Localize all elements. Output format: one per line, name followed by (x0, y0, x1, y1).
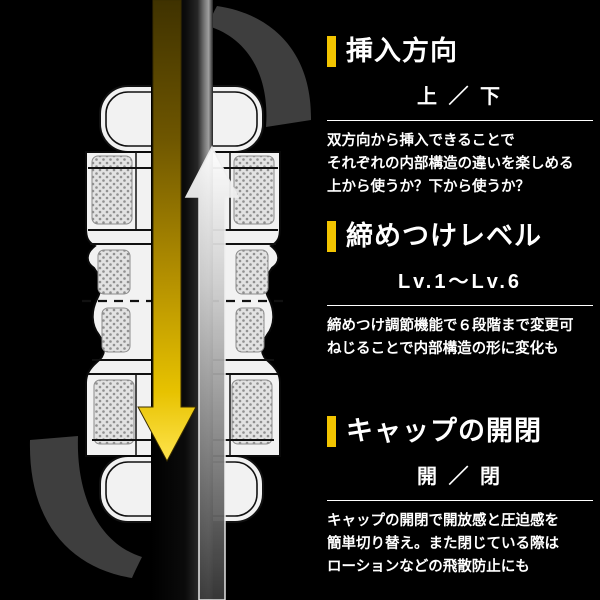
section-value: Lv.1〜Lv.6 (397, 271, 523, 294)
texture-pad (235, 307, 265, 353)
section-cap-open-close: キャップの開閉 開 ／ 閉 キャップの開閉で開放感と圧迫感を 簡単切り替え。また… (327, 416, 593, 579)
texture-pad (91, 155, 133, 225)
description-line: 締めつけ調節機能で６段階まで変更可 (327, 318, 574, 335)
texture-pads (91, 155, 275, 445)
description-line: 簡単切り替え。また閉じている際は (327, 535, 559, 552)
accent-bar (327, 416, 336, 448)
section-heading: キャップの開閉 (346, 416, 542, 446)
heading-row: 締めつけレベル (327, 221, 593, 253)
section-heading: 挿入方向 (346, 36, 458, 66)
description-line: ローションなどの飛散防止にも (327, 558, 530, 575)
description-line: それぞれの内部構造の違いを楽しめる (327, 155, 574, 172)
texture-pad (235, 249, 269, 295)
motion-swoosh-bottom (29, 436, 142, 578)
down-arrow (137, 0, 197, 463)
product-diagram (29, 0, 312, 600)
section-insertion-direction: 挿入方向 上 ／ 下 双方向から挿入できることで それぞれの内部構造の違いを楽し… (327, 36, 593, 199)
device-body (82, 85, 284, 523)
section-heading: 締めつけレベル (346, 221, 542, 251)
texture-pad (233, 155, 275, 225)
section-description: キャップの開閉で開放感と圧迫感を 簡単切り替え。また閉じている際は ローションな… (327, 510, 593, 579)
section-value: 開 ／ 閉 (416, 466, 504, 489)
section-description: 双方向から挿入できることで それぞれの内部構造の違いを楽しめる 上から使うか？下… (327, 130, 593, 199)
description-line: キャップの開閉で開放感と圧迫感を (327, 513, 559, 530)
description-line: 双方向から挿入できることで (327, 133, 515, 150)
texture-pad (101, 307, 131, 353)
divider-line (327, 500, 593, 502)
divider-line (327, 120, 593, 122)
texture-pad (97, 249, 131, 295)
heading-row: 挿入方向 (327, 36, 593, 68)
divider-line (327, 305, 593, 307)
motion-swoosh-top (208, 6, 312, 127)
accent-bar (327, 221, 336, 253)
accent-bar (327, 36, 336, 68)
up-arrow (184, 145, 240, 600)
description-line: 上から使うか？下から使うか？ (327, 178, 530, 195)
section-tightness-level: 締めつけレベル Lv.1〜Lv.6 締めつけ調節機能で６段階まで変更可 ねじるこ… (327, 221, 593, 361)
section-value: 上 ／ 下 (416, 86, 504, 109)
texture-pad (231, 379, 273, 445)
description-line: ねじることで内部構造の形に変化も (327, 340, 559, 357)
heading-row: キャップの開閉 (327, 416, 593, 448)
section-description: 締めつけ調節機能で６段階まで変更可 ねじることで内部構造の形に変化も (327, 315, 593, 361)
texture-pad (93, 379, 135, 445)
